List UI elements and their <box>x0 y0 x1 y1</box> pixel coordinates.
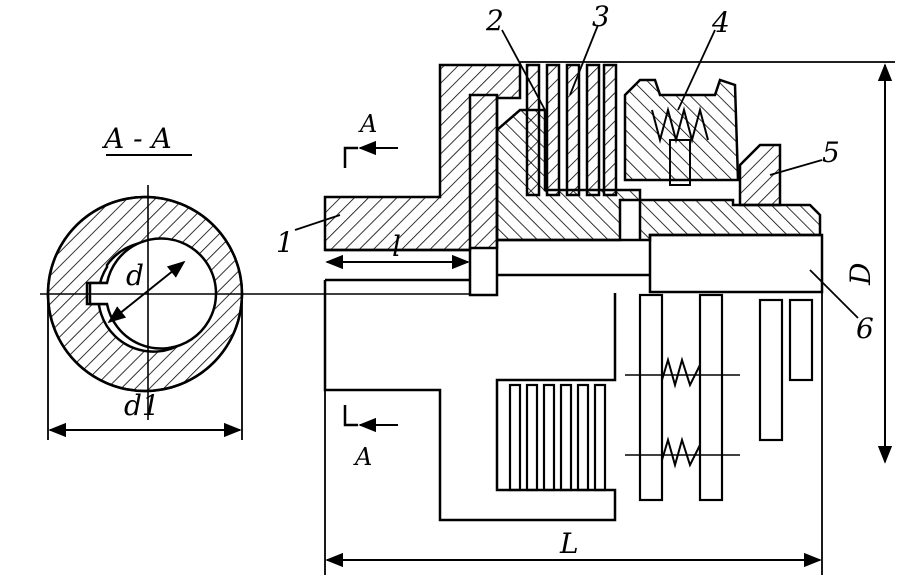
section-mark-top <box>343 146 358 168</box>
label-d: d <box>126 259 144 292</box>
callout-5: 5 <box>822 136 840 169</box>
spring-lower-2 <box>661 436 701 469</box>
dim-label-L: L <box>559 527 579 560</box>
section-mark-bottom <box>343 405 358 427</box>
disc-5 <box>602 63 618 197</box>
spring-upper <box>651 106 709 144</box>
leader-3 <box>569 24 599 96</box>
leader-5 <box>769 159 823 176</box>
lower-discs <box>508 293 814 502</box>
callout-1: 1 <box>276 226 294 259</box>
friction-discs <box>525 63 618 197</box>
main-view <box>294 24 895 575</box>
callout-6: 6 <box>856 312 874 345</box>
leader-2 <box>501 29 546 111</box>
callout-4: 4 <box>711 6 730 39</box>
disc-1 <box>525 63 541 197</box>
label-d1: d1 <box>124 389 160 422</box>
disc-3 <box>565 63 581 197</box>
dim-d-arrow <box>107 260 186 324</box>
callout-3: 3 <box>592 0 610 33</box>
hub-upper <box>323 63 522 252</box>
disc-4 <box>585 63 601 197</box>
section-title: A - A <box>101 122 172 155</box>
callout-2: 2 <box>485 4 504 37</box>
leader-6 <box>809 269 859 319</box>
hub-lower <box>323 280 617 522</box>
pressure-plate <box>623 78 740 182</box>
section-a-a <box>40 154 470 440</box>
leader-4 <box>677 29 716 111</box>
dim-label-D: D <box>844 263 877 286</box>
dim-label-l: l <box>392 230 401 263</box>
section-letter-top: A <box>358 110 377 138</box>
adjusting-nut <box>738 143 782 207</box>
spring-pin <box>669 139 691 186</box>
disc-2 <box>545 63 561 197</box>
leader-1 <box>294 214 341 231</box>
spring-lower-1 <box>661 356 701 389</box>
output-shaft <box>648 233 824 294</box>
section-letter-bottom: A <box>353 443 372 471</box>
